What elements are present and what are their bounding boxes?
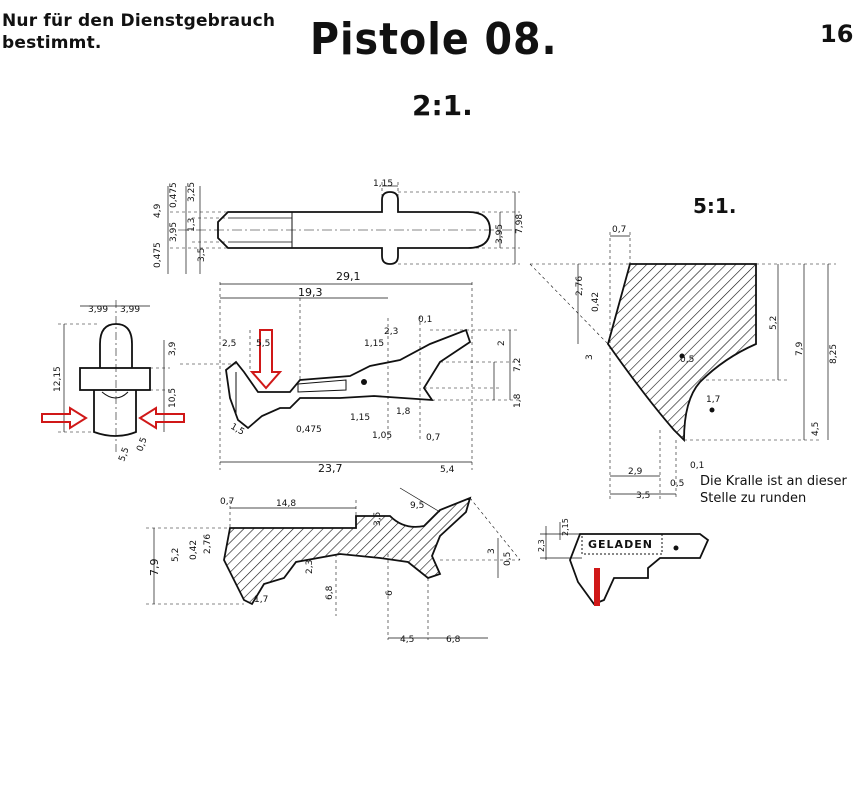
dim-label: 2,15: [561, 518, 570, 536]
dim-label: 0,475: [296, 425, 322, 435]
dim-label: 5,2: [171, 548, 181, 562]
dim-label: 5,5: [256, 339, 270, 349]
dim-label: 7,9: [795, 341, 805, 356]
dim-label: 0,5: [670, 479, 684, 489]
dim-label: 5,5: [117, 446, 131, 463]
dim-label: 0,475: [169, 182, 179, 208]
usage-note-line1: Nur für den Dienstgebrauch: [2, 11, 276, 31]
detail-dimension-labels: 0,7 2,76 0,42 5,2 7,9 8,25 0,5 1,7 2,9 3…: [575, 225, 839, 501]
dim-label: 2,3: [537, 539, 546, 552]
dim-label: 4,5: [811, 422, 821, 436]
dim-label: 6: [385, 590, 395, 596]
dim-label: 1,15: [350, 413, 370, 423]
dim-label: 2,3: [384, 327, 398, 337]
dim-label: 8,25: [829, 344, 839, 364]
dim-label: 0,7: [220, 497, 234, 507]
dim-label: 3,25: [187, 182, 197, 202]
extractor-side-view: [180, 282, 520, 470]
page-number: 16: [820, 20, 854, 48]
dim-label: 0,7: [612, 225, 626, 235]
pin-dimension-labels: 4,9 0,475 3,95 1,3 3,25 1,15 3,95 7,98 0…: [153, 179, 525, 268]
red-arrow-annotations: [41, 329, 283, 430]
red-arrow-down-icon: [249, 329, 283, 390]
dim-label: 19,3: [298, 286, 323, 299]
dim-label: 0,1: [690, 461, 704, 471]
detail-note-line1: Die Kralle ist an dieser: [700, 474, 847, 489]
dim-label: 1,05: [372, 431, 392, 441]
dim-label: 3,99: [88, 305, 108, 315]
dim-label: 1,15: [364, 339, 384, 349]
dim-label: 4,5: [400, 635, 414, 645]
dim-label: 1,8: [513, 393, 523, 408]
dim-label: 3: [487, 548, 497, 554]
red-arrow-left-icon: [138, 406, 185, 430]
main-scale: 2:1.: [412, 89, 473, 122]
dim-label: 1,7: [254, 595, 268, 605]
section-dimension-labels: 0,7 14,8 5,2 7,9 2,76 0,42 1,7 6,8 6 4,5…: [148, 497, 513, 645]
detail-scale: 5:1.: [693, 194, 737, 218]
usage-note: Nur für den Dienstgebrauch bestimmt.: [2, 10, 275, 54]
dim-label: 0,7: [426, 433, 440, 443]
dim-label: 3: [585, 354, 595, 360]
dim-label: 1,15: [373, 179, 393, 189]
dim-label: 4,9: [153, 203, 163, 218]
dim-label: 1,3: [187, 218, 197, 232]
dim-label: 7,9: [148, 559, 161, 577]
stamp-text: GELADEN: [588, 538, 653, 551]
dim-label: 29,1: [336, 270, 361, 283]
dim-label: 12,15: [53, 366, 63, 392]
dim-label: 10,5: [168, 388, 178, 408]
dim-label: 3,95: [495, 224, 505, 244]
dim-label: 7,98: [515, 214, 525, 234]
dim-label: 2,9: [628, 467, 643, 477]
dim-label: 3,5: [197, 248, 207, 262]
dim-label: 1,8: [396, 407, 411, 417]
dim-label: 6,8: [325, 585, 335, 600]
stamp-dimension-labels: 2,3 2,15: [537, 518, 570, 552]
dim-label: 2: [497, 340, 507, 346]
dim-label: 2,76: [575, 276, 585, 296]
stamp-part-drawing: [540, 522, 710, 606]
dim-label: 2,5: [222, 339, 236, 349]
dim-label: 0,5: [135, 436, 149, 453]
claw-detail-drawing: [529, 232, 836, 500]
dim-label: 0,42: [189, 540, 199, 560]
end-view-dimension-labels: 3,99 3,99 12,15 3,9 10,5 5,5 0,5: [53, 305, 178, 463]
dim-label: 5,2: [769, 316, 779, 330]
dim-label: 0,475: [153, 242, 163, 268]
dim-label: 3,5: [373, 512, 383, 526]
dim-label: 2,76: [203, 534, 213, 554]
extractor-dimension-labels: 29,1 19,3 2,5 5,5 2,3 1,15 0,1 2 7,2 1,8…: [222, 270, 523, 475]
dim-label: 0,42: [591, 292, 601, 312]
dim-label: 7,2: [513, 358, 523, 372]
detail-note-line2: Stelle zu runden: [700, 491, 807, 506]
dim-label: 3,9: [168, 341, 178, 356]
dim-label: 0,5: [503, 552, 513, 566]
dim-label: 14,8: [276, 499, 296, 509]
pin-drawing: [167, 182, 520, 274]
red-highlight-marker: [594, 568, 600, 606]
dim-label: 2,3: [305, 560, 315, 574]
dim-label: 9,5: [410, 501, 424, 511]
end-view-drawing: [58, 300, 170, 452]
dim-label: 5,4: [440, 465, 455, 475]
red-arrow-right-icon: [41, 406, 88, 430]
dim-label: 3,95: [169, 222, 179, 242]
detail-note: Die Kralle ist an dieser Stelle zu runde…: [700, 473, 847, 507]
dim-label: 3,99: [120, 305, 140, 315]
dim-label: 0,1: [418, 315, 432, 325]
dim-label: 1,7: [706, 395, 720, 405]
usage-note-line2: bestimmt.: [2, 33, 102, 53]
dim-label: 0,5: [680, 355, 694, 365]
dim-label: 6,8: [446, 635, 461, 645]
dim-label: 3,5: [636, 491, 650, 501]
drawing-title: Pistole 08.: [310, 14, 558, 65]
dim-label: 23,7: [318, 462, 343, 475]
section-view-drawing: [146, 487, 521, 640]
